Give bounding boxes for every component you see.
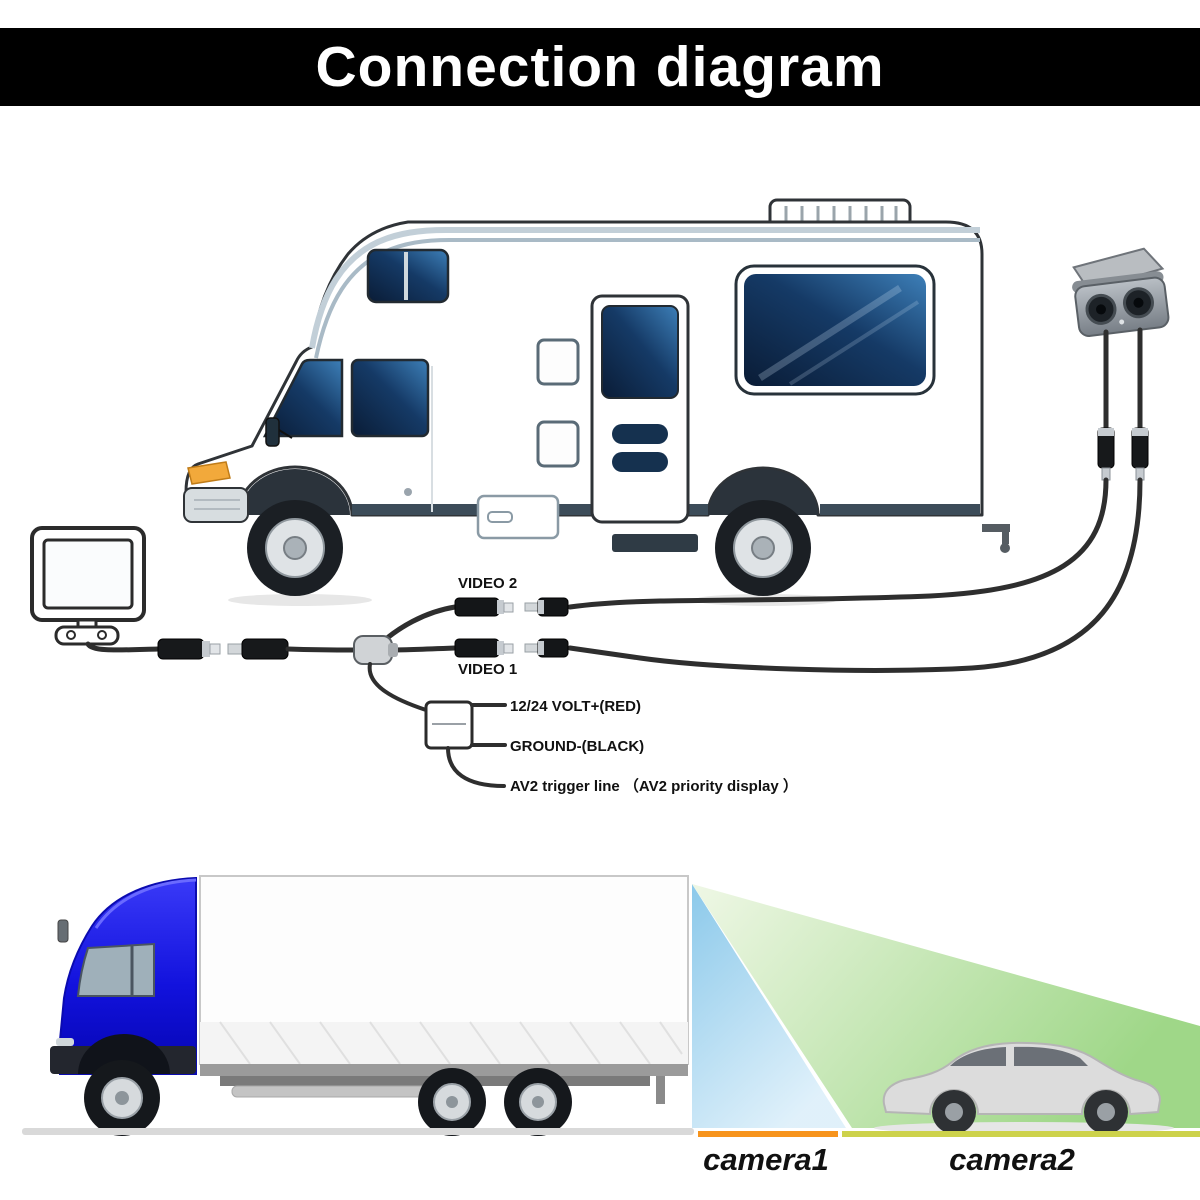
trailer-wheel-1 [418,1068,486,1136]
camera1-zone-line [698,1131,838,1137]
rv-entry-step [612,534,698,552]
wiring-harness: VIDEO 2 VIDEO 1 12/24 VOLT+(RED) GROUND-… [353,575,798,795]
truck-trailer [199,875,689,1104]
cab-roof-highlight [94,878,197,929]
trailer-underride-bar [656,1076,665,1104]
monitor-cable [85,641,161,653]
rv-roof-stripe-1 [309,227,980,349]
trailer-side-guard [231,1085,439,1098]
rv-door-vent-1 [612,424,668,444]
video2-connector-pair [454,597,569,617]
ground-line [22,1128,694,1135]
junction-to-video2-wire [377,604,458,647]
cab-wheel-well [78,1034,170,1074]
rv-small-window-2 [536,420,580,468]
video2-long-wire [567,477,1109,610]
car-body [882,1041,1162,1116]
camera1-view-cone [692,884,846,1128]
rv-rear-hitch [982,524,1010,553]
video1-label: VIDEO 1 [458,661,517,678]
ground-label: GROUND-(BLACK) [510,738,644,755]
car-rear-window [1014,1046,1088,1066]
truck-cab [50,876,197,1075]
power-box [424,700,474,750]
monitor-stand-base [54,625,120,646]
monitor-screen [42,538,134,610]
monitor-connector-pair [157,638,359,660]
title-bar: Connection diagram [0,28,1200,106]
page-title: Connection diagram [315,35,885,99]
rv-front-bumper [183,487,249,523]
video1-connector-pair [454,638,569,658]
rv-mirror [265,417,293,447]
rv-small-window-1 [536,338,580,386]
camera2-zone-line [842,1131,1200,1137]
camera-led [1119,319,1125,325]
rv-rear-wheel [715,500,811,596]
trigger-label: AV2 trigger line （AV2 priority display ） [510,777,798,795]
rv-fuel-cap [404,488,412,496]
trigger-lead [446,746,506,788]
rca-connector-cam2 [1131,427,1149,481]
rv-illustration [183,198,1010,606]
camera2-label: camera2 [949,1142,1075,1177]
trailer-wheel-2 [504,1068,572,1136]
rv-front-wheel-well [240,469,350,515]
camera-cables [567,327,1149,673]
junction-to-video1-wire [387,645,458,653]
rv-windshield [262,358,344,438]
car-front-window [950,1047,1006,1066]
camera1-label: camera1 [703,1142,829,1177]
truck-cab-wheel [84,1060,160,1136]
rv-cab-side-window [350,358,430,438]
rv-door-window [601,305,679,399]
car [874,1041,1174,1134]
truck-scene: camera1 camera2 [22,875,1200,1177]
video2-label: VIDEO 2 [458,575,517,592]
rv-rear-window [734,264,936,396]
cab-mirror [57,919,69,943]
rca-connector-cam1 [1097,427,1115,481]
rv-rear-wheel-well [708,469,818,515]
cab-window [76,942,155,997]
rv-rear-skirt [820,504,980,515]
rv-overcab-window [366,248,450,304]
rv-grille-lines [194,499,240,510]
rv-front-wheel-shadow [228,594,372,606]
cab-headlight [56,1038,74,1046]
rv-entry-door [590,294,690,524]
power-label: 12/24 VOLT+(RED) [510,698,641,715]
wire-junction [353,635,398,665]
rv-door-vent-2 [612,452,668,472]
trailer-hatch-lines [219,1021,683,1065]
rv-storage-hatch [476,494,560,540]
rv-front-wheel [247,500,343,596]
camera-unit [1072,247,1170,337]
monitor-to-junction-wire [285,646,359,653]
junction-to-powerbox-wire [367,662,428,712]
rv-headlight [187,461,231,485]
video1-long-wire [567,477,1143,673]
monitor [30,526,161,653]
